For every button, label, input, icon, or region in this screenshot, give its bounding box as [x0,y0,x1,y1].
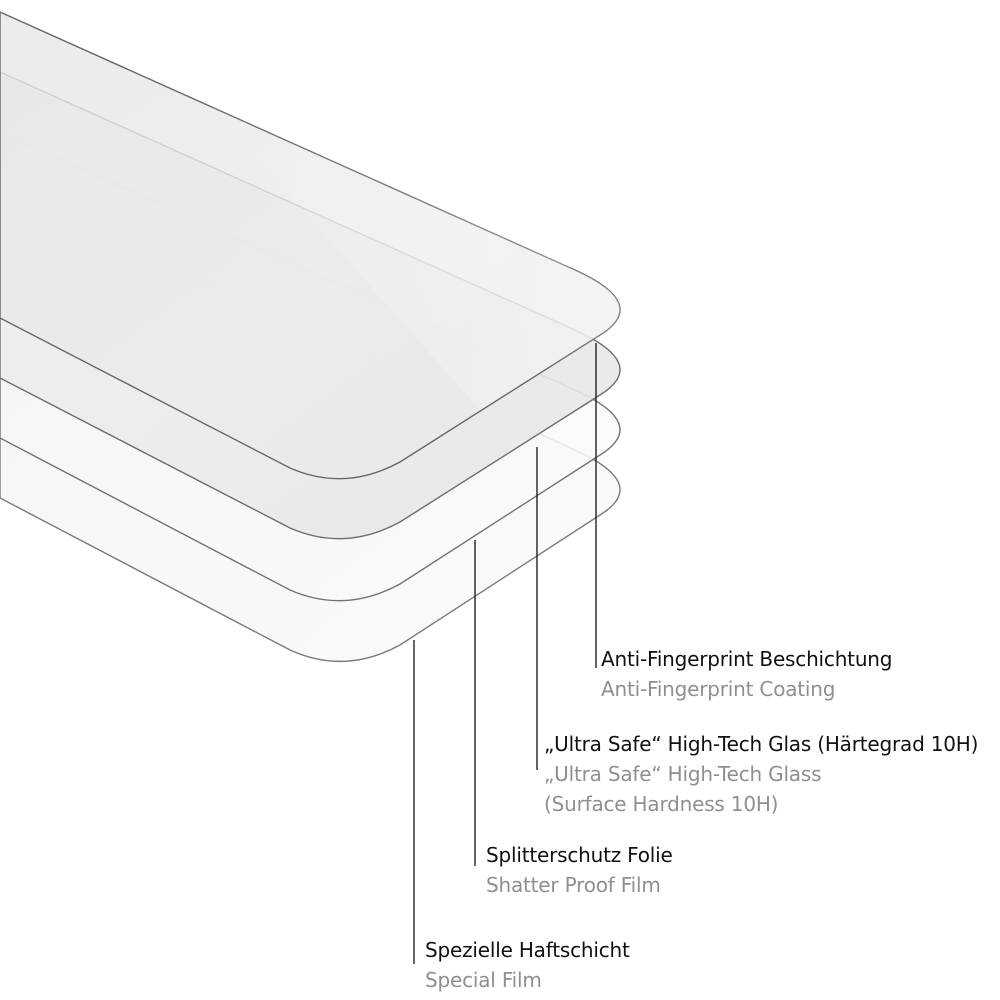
label-ultra-safe-glass: „Ultra Safe“ High-Tech Glas (Härtegrad 1… [544,729,978,819]
label-de: Splitterschutz Folie [486,843,673,867]
label-en: Anti-Fingerprint Coating [601,677,836,701]
label-en-line1: „Ultra Safe“ High-Tech Glass [544,762,822,786]
label-de: Anti-Fingerprint Beschichtung [601,647,893,671]
label-anti-fingerprint: Anti-Fingerprint Beschichtung Anti-Finge… [601,644,892,704]
label-special-film: Spezielle Haftschicht Special Film [425,935,630,995]
label-de: „Ultra Safe“ High-Tech Glas (Härtegrad 1… [544,732,979,756]
leader-lines [413,343,597,964]
label-en: Shatter Proof Film [486,873,661,897]
label-en: Special Film [425,968,542,992]
layer-anti-fingerprint [0,11,621,480]
label-en-line2: (Surface Hardness 10H) [544,792,779,816]
label-de: Spezielle Haftschicht [425,938,630,962]
label-shatter-proof: Splitterschutz Folie Shatter Proof Film [486,840,673,900]
